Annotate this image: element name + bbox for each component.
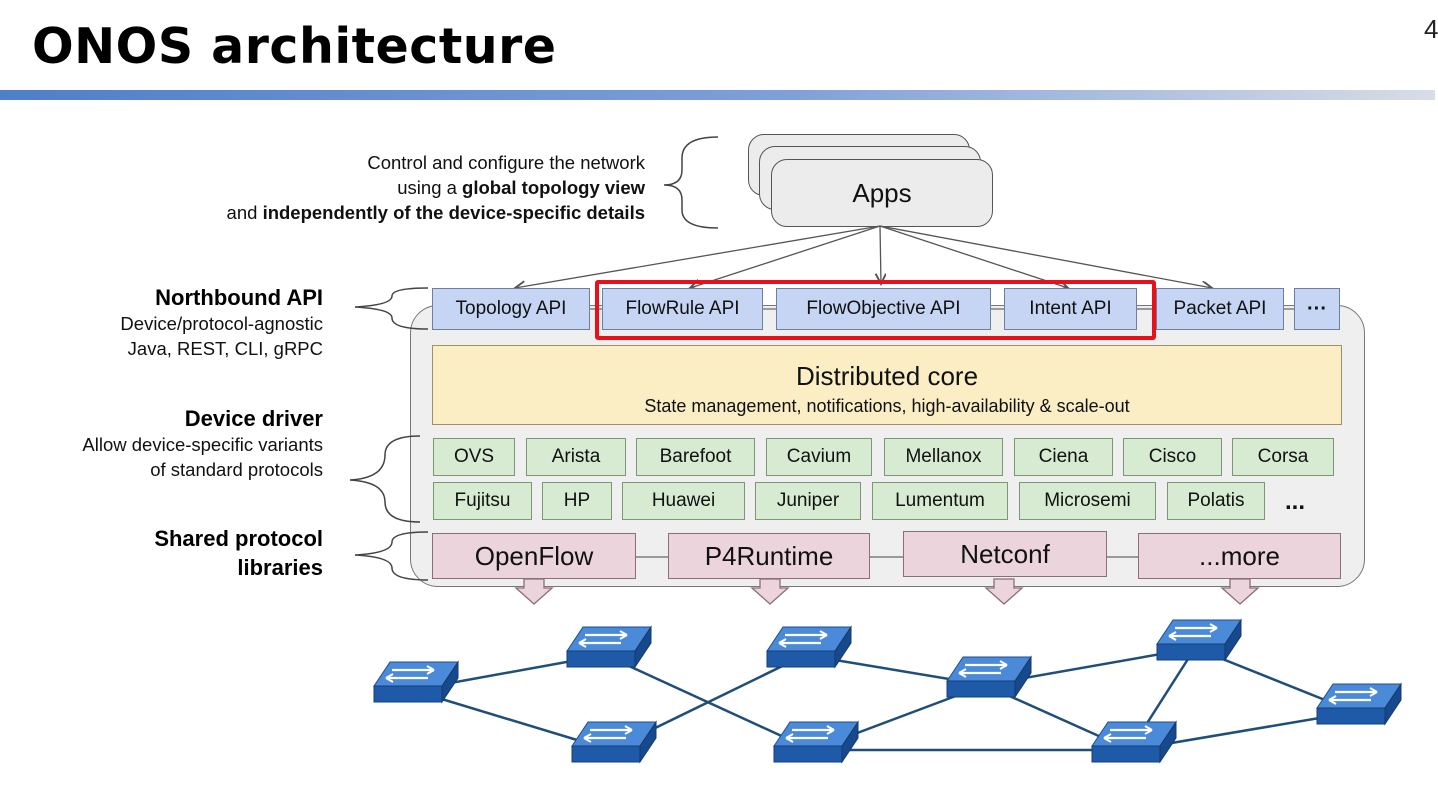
network-links xyxy=(411,646,1356,752)
core-subtitle: State management, notifications, high-av… xyxy=(644,396,1130,416)
brace-apps xyxy=(663,136,719,229)
brace-shared xyxy=(354,531,429,581)
apps-note-line3-prefix: and xyxy=(226,202,263,223)
api-intent[interactable]: Intent API xyxy=(1004,288,1137,330)
driver-more: ... xyxy=(1285,488,1306,515)
api-packet[interactable]: Packet API xyxy=(1156,288,1284,330)
driver-desc-1: Allow device-specific variants xyxy=(82,434,323,455)
apps-api-arrows xyxy=(515,225,1212,288)
driver-ovs[interactable]: OVS xyxy=(433,438,515,476)
network-switch-icon xyxy=(566,625,652,669)
driver-title: Device driver xyxy=(184,406,323,431)
driver-microsemi[interactable]: Microsemi xyxy=(1019,482,1156,520)
driver-cisco[interactable]: Cisco xyxy=(1123,438,1222,476)
driver-ciena[interactable]: Ciena xyxy=(1014,438,1113,476)
highlight-box xyxy=(595,280,1156,340)
network-switch-icon xyxy=(1156,618,1242,662)
driver-polatis[interactable]: Polatis xyxy=(1167,482,1265,520)
network-switch-icon xyxy=(766,625,852,669)
apps-note-line1: Control and configure the network xyxy=(367,152,645,173)
northbound-desc-2: Java, REST, CLI, gRPC xyxy=(127,338,323,359)
core-title: Distributed core xyxy=(795,361,979,391)
network-switch-icon xyxy=(946,655,1032,699)
network-switch-icon xyxy=(773,720,859,764)
protocol-down-arrows xyxy=(514,578,1260,605)
driver-corsa[interactable]: Corsa xyxy=(1232,438,1334,476)
shared-title-1: Shared protocol xyxy=(154,526,323,551)
network-switch-icon xyxy=(1091,720,1177,764)
northbound-desc-1: Device/protocol-agnostic xyxy=(120,313,323,334)
driver-juniper[interactable]: Juniper xyxy=(755,482,861,520)
api-flowobjective[interactable]: FlowObjective API xyxy=(776,288,991,330)
apps-description: Control and configure the network using … xyxy=(120,150,645,225)
driver-lumentum[interactable]: Lumentum xyxy=(872,482,1008,520)
protocol-openflow[interactable]: OpenFlow xyxy=(432,533,636,579)
driver-mellanox[interactable]: Mellanox xyxy=(884,438,1003,476)
page-number: 4 xyxy=(1424,14,1438,44)
network-switch-icon xyxy=(1316,682,1402,726)
network-switch-icon xyxy=(571,720,657,764)
apps-label: Apps xyxy=(852,177,912,208)
shared-label-group: Shared protocol libraries xyxy=(40,524,323,582)
driver-cavium[interactable]: Cavium xyxy=(766,438,872,476)
apps-note-line3-bold: independently of the device-specific det… xyxy=(262,202,645,223)
api-topology[interactable]: Topology API xyxy=(432,288,590,330)
apps-note-line2-bold: global topology view xyxy=(462,177,645,198)
apps-note-line3: and independently of the device-specific… xyxy=(120,200,645,225)
apps-note-line2-prefix: using a xyxy=(397,177,463,198)
driver-barefoot[interactable]: Barefoot xyxy=(636,438,755,476)
api-flowrule[interactable]: FlowRule API xyxy=(602,288,763,330)
driver-huawei[interactable]: Huawei xyxy=(622,482,745,520)
driver-label-group: Device driver Allow device-specific vari… xyxy=(20,406,323,482)
apps-note-line2: using a global topology view xyxy=(120,175,645,200)
distributed-core: Distributed core State management, notif… xyxy=(432,345,1342,425)
brace-driver xyxy=(349,435,421,523)
brace-northbound xyxy=(354,287,429,330)
slide-title: ONOS architecture xyxy=(32,18,557,75)
driver-arista[interactable]: Arista xyxy=(526,438,626,476)
protocol-p4runtime[interactable]: P4Runtime xyxy=(668,533,870,579)
northbound-label-group: Northbound API Device/protocol-agnostic … xyxy=(40,285,323,361)
driver-hp[interactable]: HP xyxy=(542,482,612,520)
protocol-netconf[interactable]: Netconf xyxy=(903,531,1107,577)
box-connectors xyxy=(590,308,1294,558)
driver-fujitsu[interactable]: Fujitsu xyxy=(433,482,532,520)
protocol-more[interactable]: ...more xyxy=(1138,533,1341,579)
network-switches xyxy=(373,618,1402,764)
network-switch-icon xyxy=(373,660,459,704)
api-more[interactable]: ··· xyxy=(1294,288,1340,330)
shared-title-2: libraries xyxy=(237,555,323,580)
northbound-title: Northbound API xyxy=(155,285,323,310)
driver-desc-2: of standard protocols xyxy=(150,459,323,480)
title-underline xyxy=(0,90,1435,100)
apps-card-front[interactable]: Apps xyxy=(771,159,993,227)
